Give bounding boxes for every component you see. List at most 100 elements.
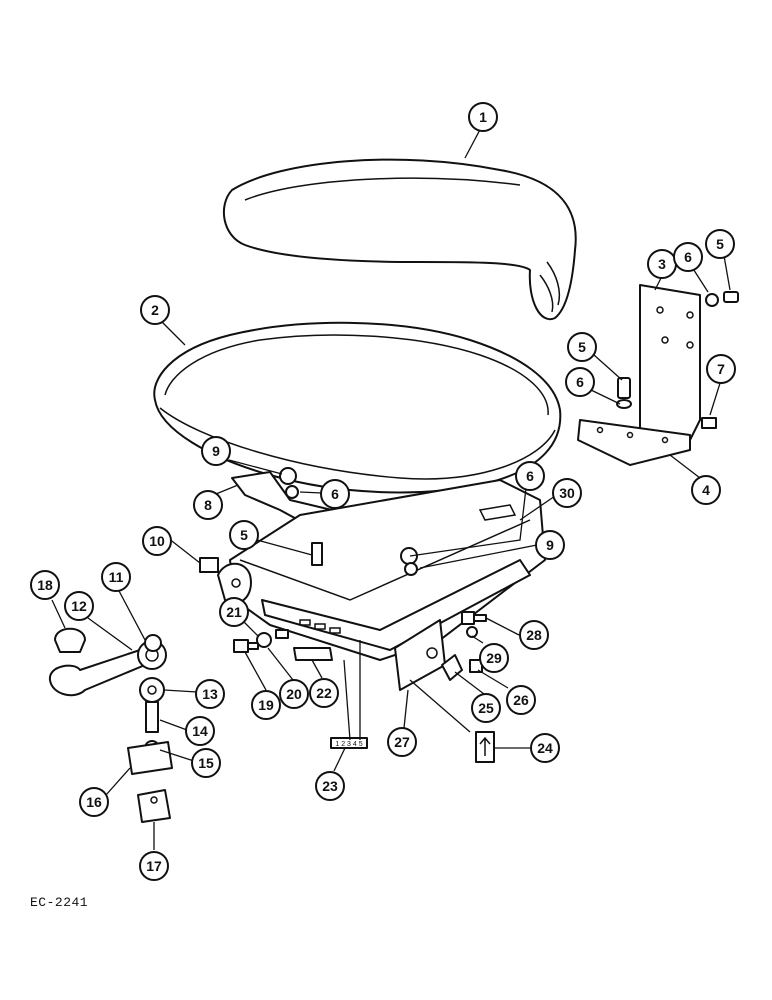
leader-lines	[51, 123, 731, 850]
slide-rail	[261, 559, 531, 691]
callout-18: 18	[30, 570, 60, 600]
bolt-5-bracket-side	[617, 377, 631, 399]
callout-20: 20	[279, 679, 309, 709]
svg-text:1: 1	[479, 109, 487, 125]
svg-text:14: 14	[192, 723, 208, 739]
callout-5-bracket-side: 5	[567, 332, 597, 362]
callout-24: 24	[530, 733, 560, 763]
callout-25: 25	[471, 693, 501, 723]
seat-cushion	[153, 321, 562, 494]
callout-7: 7	[706, 354, 736, 384]
svg-text:9: 9	[212, 443, 220, 459]
svg-text:23: 23	[322, 778, 338, 794]
svg-text:3: 3	[658, 256, 666, 272]
svg-text:29: 29	[486, 650, 502, 666]
svg-text:6: 6	[331, 486, 339, 502]
callout-8: 8	[193, 490, 223, 520]
spacer-20	[256, 632, 272, 648]
decal-24	[475, 731, 495, 763]
svg-text:27: 27	[394, 734, 410, 750]
washer-6-top	[285, 485, 299, 499]
callout-5-bracket-top: 5	[705, 229, 735, 259]
callout-5-base: 5	[229, 520, 259, 550]
svg-text:26: 26	[513, 692, 529, 708]
callout-13: 13	[195, 679, 225, 709]
callout-6-bracket-top: 6	[673, 242, 703, 272]
scale-decal-23: 1 2 3 4 5	[330, 737, 368, 749]
svg-text:4: 4	[702, 482, 710, 498]
callout-21: 21	[219, 597, 249, 627]
bolt-10	[199, 557, 219, 573]
bolt-19	[233, 639, 259, 653]
angle-bracket	[577, 419, 691, 466]
washer-29	[466, 626, 478, 638]
svg-text:20: 20	[286, 686, 302, 702]
screw-7	[701, 417, 717, 429]
svg-text:25: 25	[478, 700, 494, 716]
svg-text:19: 19	[258, 697, 274, 713]
svg-text:24: 24	[537, 740, 553, 756]
reference-code: EC-2241	[30, 895, 89, 910]
callout-28: 28	[519, 620, 549, 650]
callout-12: 12	[64, 591, 94, 621]
callout-1: 1	[468, 102, 498, 132]
bolt-28	[461, 611, 487, 625]
clip-18	[54, 627, 86, 653]
svg-text:6: 6	[526, 468, 534, 484]
callout-6-base: 6	[515, 461, 545, 491]
svg-text:12: 12	[71, 598, 87, 614]
svg-text:7: 7	[717, 361, 725, 377]
callout-26: 26	[506, 685, 536, 715]
bolt-14	[145, 701, 159, 733]
svg-text:6: 6	[684, 249, 692, 265]
callout-22: 22	[309, 678, 339, 708]
callout-16: 16	[79, 787, 109, 817]
callout-6-bracket-side: 6	[565, 367, 595, 397]
callout-3: 3	[647, 249, 677, 279]
callout-11: 11	[101, 562, 131, 592]
callout-4: 4	[691, 475, 721, 505]
svg-text:11: 11	[109, 569, 124, 585]
callout-9-base: 9	[535, 530, 565, 560]
svg-text:5: 5	[578, 339, 586, 355]
svg-text:28: 28	[526, 627, 542, 643]
svg-text:10: 10	[149, 533, 165, 549]
svg-text:22: 22	[316, 685, 332, 701]
adjuster-slot-row	[299, 619, 341, 634]
callout-10: 10	[142, 526, 172, 556]
svg-text:13: 13	[202, 686, 218, 702]
svg-text:5: 5	[240, 527, 248, 543]
svg-text:18: 18	[37, 577, 53, 593]
callout-23: 23	[315, 771, 345, 801]
callout-30: 30	[552, 478, 582, 508]
svg-text:9: 9	[546, 537, 554, 553]
svg-text:30: 30	[559, 485, 575, 501]
mounting-bracket	[639, 284, 701, 441]
callout-17: 17	[139, 851, 169, 881]
nut-11	[144, 634, 162, 652]
callout-14: 14	[185, 716, 215, 746]
callout-9-strap: 9	[201, 436, 231, 466]
callout-6-strap: 6	[320, 479, 350, 509]
nut-9-top	[279, 467, 297, 485]
star-washer-13	[139, 677, 165, 703]
spring-21	[275, 629, 289, 639]
backrest	[223, 158, 577, 321]
bolt-5-bracket-top	[723, 291, 739, 303]
svg-text:21: 21	[226, 604, 242, 620]
callout-19: 19	[251, 690, 281, 720]
svg-text:15: 15	[198, 755, 214, 771]
washer-6-bracket-top	[705, 293, 719, 307]
svg-text:8: 8	[204, 497, 212, 513]
adjustment-lever	[48, 649, 146, 697]
callout-27: 27	[387, 727, 417, 757]
svg-text:5: 5	[716, 236, 724, 252]
callout-15: 15	[191, 748, 221, 778]
latch-22	[293, 647, 333, 661]
block-17	[137, 789, 171, 823]
callout-29: 29	[479, 643, 509, 673]
scale-decal-text: 1 2 3 4 5	[335, 741, 362, 748]
svg-text:17: 17	[146, 858, 162, 874]
washer-6-bracket-side	[616, 399, 632, 409]
